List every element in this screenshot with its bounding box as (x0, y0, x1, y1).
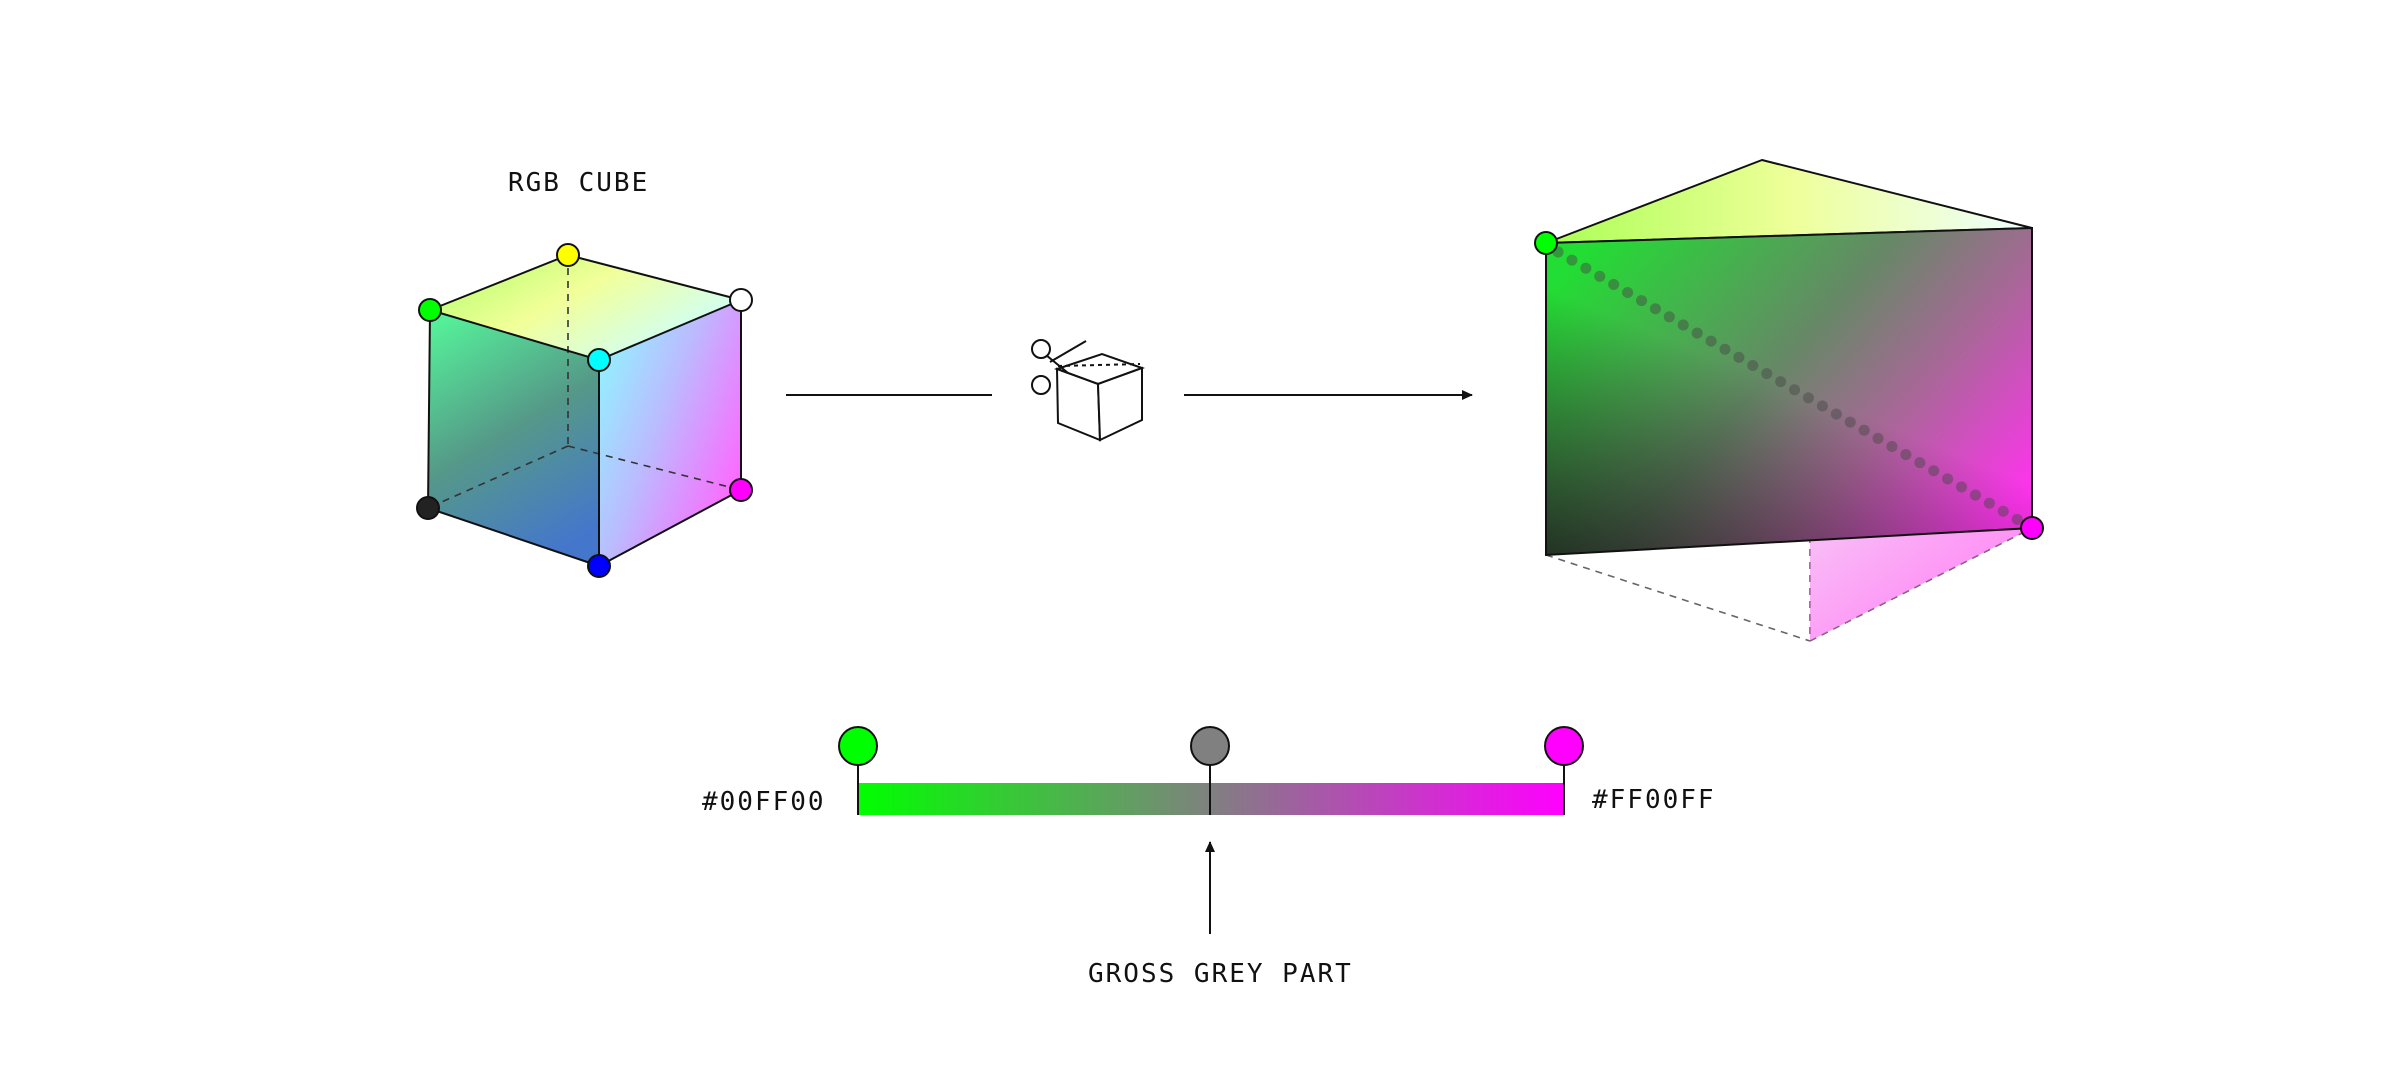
vertex-magenta (729, 478, 753, 502)
vertex-cyan (587, 348, 611, 372)
rgb-cube: RGB CUBE (416, 168, 753, 578)
grey-caption: GROSS GREY PART (1088, 959, 1353, 989)
vertex-blue (587, 554, 611, 578)
vertex-yellow (556, 243, 580, 267)
cube-top-face (430, 255, 741, 360)
scissors-cutting-cube-icon (1031, 339, 1145, 442)
vertex-white (729, 288, 753, 312)
prism-vertex-magenta (2020, 516, 2044, 540)
vertex-black (416, 496, 440, 520)
cube-right-face (599, 300, 741, 566)
sliced-prism (1534, 159, 2044, 642)
marker-magenta (1544, 726, 1584, 766)
marker-green (838, 726, 878, 766)
left-hex-label: #00FF00 (702, 787, 826, 817)
cut-step (786, 339, 1473, 442)
right-hex-label: #FF00FF (1592, 785, 1716, 815)
prism-vertex-green (1534, 231, 1558, 255)
marker-grey (1190, 726, 1230, 766)
cube-title: RGB CUBE (508, 168, 649, 198)
gradient-bar-section: #00FF00 #FF00FF GROSS GREY PART (702, 726, 1716, 989)
prism-slice-shade (1546, 228, 2032, 555)
diagonal-green-to-magenta (1552, 246, 2026, 527)
cube-left-face (428, 310, 599, 566)
vertex-green (418, 298, 442, 322)
